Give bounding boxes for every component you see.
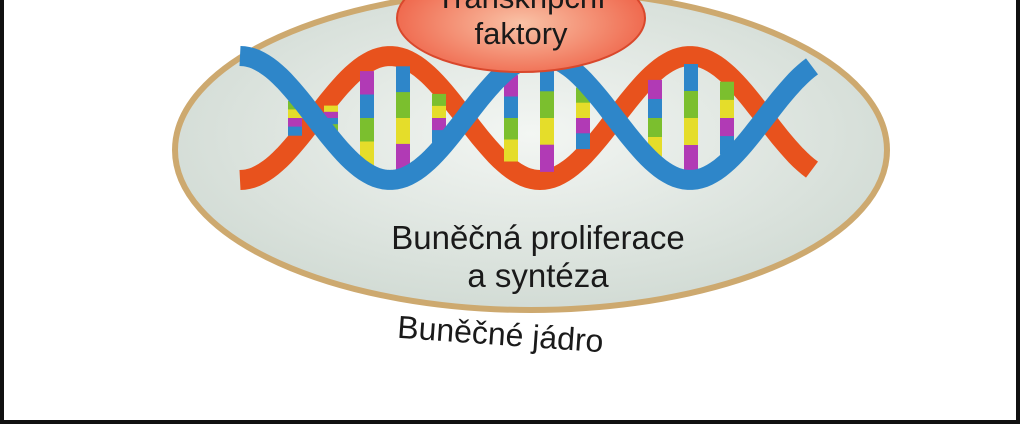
base-pair-segment [396,118,410,145]
base-pair-segment [720,118,734,137]
dna-helix [239,45,818,191]
base-pair-segment [432,93,446,107]
base-pair-segment [288,126,302,136]
base-pair-segment [684,64,698,92]
base-pair-segment [648,79,662,100]
process-label-line-2: a syntéza [467,257,609,294]
base-pair-segment [396,66,410,93]
dna-strand-red [239,46,818,191]
base-pair-segment [540,144,554,172]
outer-frame [0,0,1020,424]
base-pair-segment [288,109,302,119]
base-pair-segment [324,118,338,125]
base-pair-segment [432,118,446,131]
base-pair-segment [504,139,518,162]
base-pair-segment [648,99,662,119]
base-pair-segment [540,91,554,119]
base-pair-segment [396,92,410,119]
base-pair-segment [684,145,698,173]
base-pair-segment [360,94,374,119]
base-pair-segment [720,81,734,101]
transcription-factors-line-1: Transkripční [436,0,606,15]
transcription-factors: Transkripční faktory [396,0,646,73]
base-pair-segment [576,133,590,150]
base-pair-segment [684,91,698,119]
base-pair-segment [360,118,374,142]
transcription-factors-shape [396,0,646,73]
base-pair-segment [324,111,338,119]
base-pair-segment [288,118,302,128]
base-pair-segment [504,96,518,119]
process-label-line-1: Buněčná proliferace [391,219,685,256]
base-pair-segment [576,102,590,119]
base-pair-segment [720,99,734,119]
base-pair-segment [648,118,662,138]
base-pair-segment [576,118,590,134]
transcription-factors-line-2: faktory [474,16,568,51]
base-pair-segment [360,71,374,96]
base-pair-segment [396,143,410,171]
base-pair-segment [540,118,554,146]
base-pair-segment [684,118,698,146]
base-pair-segment [432,105,446,119]
base-pair-segment [504,118,518,140]
base-pair-segment [324,105,338,113]
nucleus-label: Buněčné jádro [396,309,604,359]
